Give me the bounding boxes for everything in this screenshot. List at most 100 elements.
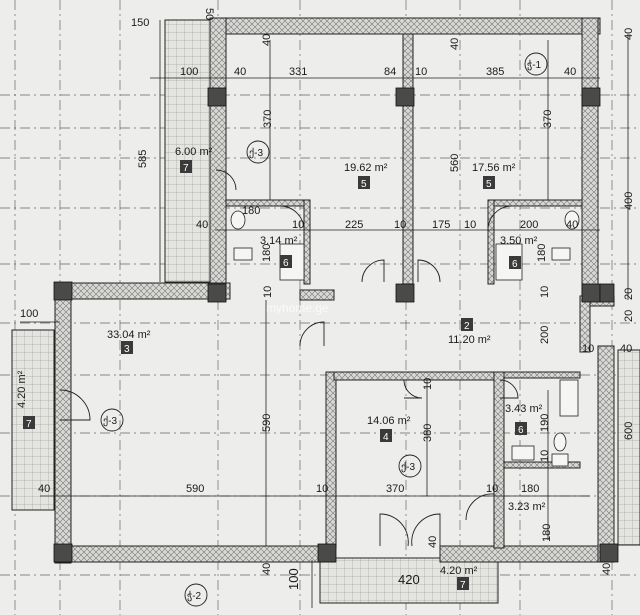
room-number-11: 7 bbox=[26, 419, 32, 430]
dim-10-v-a: 10 bbox=[262, 286, 274, 298]
section-labels: ჭ-1 ჭ-2 ქ-3 ქ-3 ქ-3 bbox=[103, 59, 542, 602]
section-label-2: ჭ-2 bbox=[187, 590, 202, 602]
dim-370-bottom: 370 bbox=[386, 483, 404, 495]
dim-225: 225 bbox=[345, 219, 363, 231]
room-number-7: 6 bbox=[512, 259, 518, 270]
room-area-5: 17.56 m² bbox=[472, 162, 516, 174]
room-area-12: 4.20 m² bbox=[440, 565, 478, 577]
door-9 bbox=[59, 389, 91, 421]
dim-420: 420 bbox=[398, 572, 420, 587]
dim-40-bottom: 40 bbox=[38, 483, 50, 495]
dim-10-mid-b: 10 bbox=[394, 219, 406, 231]
dim-370-right: 370 bbox=[542, 110, 554, 128]
section-markers bbox=[100, 52, 548, 607]
room-tag-5 bbox=[483, 176, 495, 189]
section-marker-3c bbox=[398, 454, 422, 478]
dim-100-top: 100 bbox=[180, 66, 198, 78]
room-number-6: 6 bbox=[283, 258, 289, 269]
dim-180-bottom: 180 bbox=[521, 483, 539, 495]
wall-bath1-top bbox=[225, 199, 311, 207]
dim-40-bm: 40 bbox=[427, 536, 439, 548]
wall-bath2-top bbox=[487, 199, 583, 207]
dim-10-bottom-a: 10 bbox=[316, 483, 328, 495]
dim-100-left: 100 bbox=[20, 308, 38, 320]
door-6 bbox=[465, 493, 495, 521]
dim-10-top: 10 bbox=[415, 66, 427, 78]
section-marker-3a bbox=[246, 140, 270, 164]
dim-50: 50 bbox=[203, 8, 215, 20]
dim-600: 600 bbox=[623, 422, 635, 440]
dim-180-v-c: 180 bbox=[541, 524, 553, 542]
dim-10-v-c: 10 bbox=[422, 378, 434, 390]
dim-10-bottom-b: 10 bbox=[486, 483, 498, 495]
wall-bath3-bottom bbox=[503, 461, 581, 469]
wall-upper-left bbox=[209, 17, 227, 301]
balcony-top bbox=[164, 19, 211, 283]
door-12 bbox=[215, 169, 237, 191]
room-tag-10 bbox=[180, 160, 192, 173]
balcony-right bbox=[617, 349, 640, 546]
doors bbox=[59, 169, 519, 547]
room-tag-7 bbox=[509, 256, 521, 269]
section-label-1: ჭ-1 bbox=[527, 59, 542, 71]
wall-room4-right bbox=[493, 371, 505, 549]
room-number-5: 5 bbox=[486, 179, 492, 190]
room-tag-1 bbox=[121, 341, 133, 354]
wall-top bbox=[209, 17, 601, 35]
dim-40-v-e: 40 bbox=[620, 343, 632, 355]
room-tag-4 bbox=[358, 176, 370, 189]
section-marker-2 bbox=[184, 583, 208, 607]
dim-200-v: 200 bbox=[539, 326, 551, 344]
room-area-3: 14.06 m² bbox=[367, 415, 411, 427]
wall-bath1-right bbox=[303, 199, 311, 285]
dim-40-br: 40 bbox=[601, 563, 613, 575]
door-3 bbox=[299, 321, 325, 347]
wall-bottom-right bbox=[439, 545, 611, 563]
room-area-11: 4.20 m² bbox=[16, 370, 28, 408]
dim-560: 560 bbox=[449, 154, 461, 172]
dim-100-bottom: 100 bbox=[286, 568, 301, 590]
dim-175: 175 bbox=[432, 219, 450, 231]
door-4 bbox=[403, 379, 423, 399]
wall-room4-top bbox=[333, 371, 505, 381]
wall-upper-middle bbox=[402, 33, 414, 285]
dim-40-mid-right: 40 bbox=[566, 219, 578, 231]
dim-40-tr: 40 bbox=[623, 28, 635, 40]
wall-lower-left bbox=[54, 282, 72, 564]
room-tag-8 bbox=[515, 422, 527, 435]
room-tag-2 bbox=[461, 318, 473, 331]
dim-380: 380 bbox=[422, 424, 434, 442]
dim-10-v-e: 10 bbox=[582, 343, 594, 355]
door-10 bbox=[379, 513, 409, 547]
room-labels: 33.04 m² 3 2 11.20 m² 14.06 m² 4 19.62 m… bbox=[16, 146, 546, 591]
room-area-2: 11.20 m² bbox=[448, 334, 491, 346]
dimension-lines bbox=[20, 20, 629, 608]
dim-40-mid: 40 bbox=[196, 219, 208, 231]
dim-190: 190 bbox=[539, 414, 551, 432]
dim-200-mid: 200 bbox=[520, 219, 538, 231]
dim-20-a: 20 bbox=[623, 288, 635, 300]
room-number-8: 6 bbox=[518, 425, 524, 436]
wall-hall-stub bbox=[299, 289, 335, 301]
wall-upper-right bbox=[581, 17, 599, 301]
section-marker-1 bbox=[524, 52, 548, 76]
room-number-12: 7 bbox=[460, 580, 466, 591]
wall-room4-left bbox=[325, 371, 337, 549]
watermark: myhome.ge bbox=[266, 301, 329, 315]
room-tag-12 bbox=[457, 577, 469, 590]
room-tag-11 bbox=[23, 416, 35, 429]
dim-40-bl: 40 bbox=[261, 563, 273, 575]
dim-10-mid-a: 10 bbox=[292, 219, 304, 231]
room-area-10: 6.00 m² bbox=[175, 146, 213, 158]
balconies bbox=[11, 19, 640, 604]
door-8 bbox=[487, 205, 513, 231]
dim-385: 385 bbox=[486, 66, 504, 78]
door-7 bbox=[279, 205, 305, 231]
section-label-3b: ქ-3 bbox=[103, 415, 117, 427]
section-label-3a: ქ-3 bbox=[249, 147, 263, 159]
room-number-2: 2 bbox=[464, 321, 470, 332]
door-2 bbox=[417, 259, 441, 283]
dim-40-a: 40 bbox=[261, 34, 273, 46]
room-area-9: 3.23 m² bbox=[508, 501, 546, 513]
